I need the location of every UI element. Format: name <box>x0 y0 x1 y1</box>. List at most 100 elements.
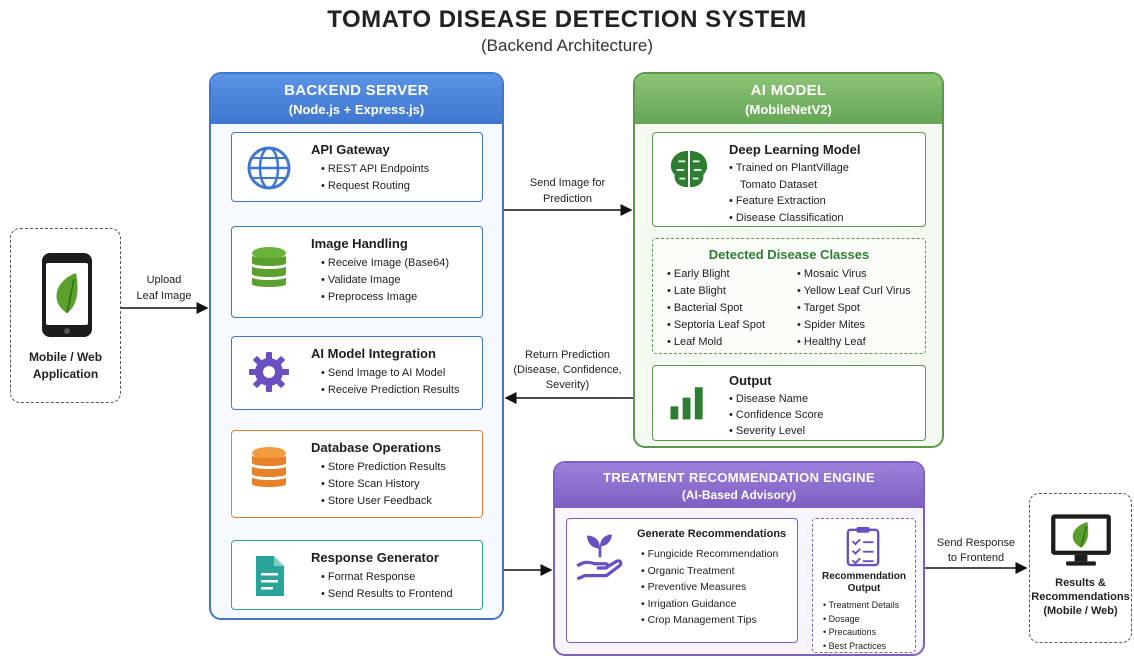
list-item: Dosage <box>823 613 899 627</box>
disease-classes-box: Detected Disease Classes Early Blight La… <box>652 238 926 354</box>
ai-model-title: AI MODEL <box>750 82 827 99</box>
upload-label-2: Leaf Image <box>136 290 192 302</box>
list-item: Store Scan History <box>321 476 446 493</box>
list-item: Leaf Mold <box>667 334 765 351</box>
results-label-1: Results & <box>1055 577 1106 589</box>
page-subtitle: (Backend Architecture) <box>481 36 653 55</box>
database-icon <box>252 247 286 287</box>
list-item: Crop Management Tips <box>641 612 778 629</box>
response-generator-title: Response Generator <box>311 550 439 565</box>
deep-learning-model-box: Deep Learning Model Trained on PlantVill… <box>652 132 926 227</box>
disease-classes-col1: Early Blight Late Blight Bacterial Spot … <box>667 266 765 351</box>
list-item: Store User Feedback <box>321 493 446 510</box>
list-item: Trained on PlantVillage <box>729 160 849 177</box>
results-box: Results & Recommendations (Mobile / Web) <box>1029 493 1132 643</box>
list-item-text: Tomato Dataset <box>740 178 818 191</box>
database-icon <box>252 447 286 487</box>
api-gateway-list: REST API Endpoints Request Routing <box>321 161 429 195</box>
generate-recommendations-box: Generate Recommendations Fungicide Recom… <box>566 518 798 643</box>
api-gateway-title: API Gateway <box>311 142 390 157</box>
ai-integration-title: AI Model Integration <box>311 346 436 361</box>
response-generator-list: Format Response Send Results to Frontend <box>321 569 453 603</box>
image-handling-module: Image Handling Receive Image (Base64) Va… <box>231 226 483 318</box>
list-item: Early Blight <box>667 266 765 283</box>
list-item: Irrigation Guidance <box>641 596 778 613</box>
backend-header: BACKEND SERVER (Node.js + Express.js) <box>211 74 502 124</box>
treatment-header: TREATMENT RECOMMENDATION ENGINE (AI-Base… <box>555 463 923 508</box>
return-label-3: Severity) <box>545 379 590 391</box>
bar-chart-icon <box>670 387 703 420</box>
list-item: Severity Level <box>729 423 823 439</box>
generate-list: Fungicide Recommendation Organic Treatme… <box>641 546 779 629</box>
database-operations-module: Database Operations Store Prediction Res… <box>231 430 483 518</box>
treatment-subtitle: (AI-Based Advisory) <box>681 488 797 502</box>
list-item: REST API Endpoints <box>321 161 429 178</box>
ai-model-header: AI MODEL (MobileNetV2) <box>635 74 942 124</box>
list-item: Spider Mites <box>797 317 911 334</box>
ai-model-integration-module: AI Model Integration Send Image to AI Mo… <box>231 336 483 410</box>
rec-output-title-2: Output <box>847 583 881 594</box>
upload-label-1: Upload <box>146 274 182 286</box>
list-item: Healthy Leaf <box>797 334 911 351</box>
monitor-leaf-icon <box>1051 514 1111 566</box>
send-response-label-2: to Frontend <box>947 552 1005 564</box>
list-item: Disease Classification <box>729 210 849 227</box>
list-item: Receive Image (Base64) <box>321 255 449 272</box>
output-list: Disease Name Confidence Score Severity L… <box>729 391 823 439</box>
send-image-label-2: Prediction <box>543 193 592 205</box>
ai-model-subtitle: (MobileNetV2) <box>745 102 832 117</box>
rec-output-title-1: Recommendation <box>822 571 906 582</box>
rec-output-list: Treatment Details Dosage Precautions Bes… <box>823 599 900 654</box>
list-item: Late Blight <box>667 283 765 300</box>
list-item: Target Spot <box>797 300 911 317</box>
list-item: Preprocess Image <box>321 289 449 306</box>
backend-title: BACKEND SERVER <box>284 82 429 99</box>
list-item: Precautions <box>823 626 899 640</box>
output-title: Output <box>729 373 772 388</box>
deep-learning-list: Trained on PlantVillage Tomato Dataset F… <box>729 160 849 226</box>
database-operations-title: Database Operations <box>311 440 442 455</box>
treatment-engine-panel: TREATMENT RECOMMENDATION ENGINE (AI-Base… <box>553 461 925 656</box>
list-item: Bacterial Spot <box>667 300 765 317</box>
brain-icon <box>670 150 708 188</box>
backend-server-panel: BACKEND SERVER (Node.js + Express.js) AP… <box>209 72 504 620</box>
document-icon <box>256 556 284 596</box>
list-item: Treatment Details <box>823 599 900 613</box>
gear-icon <box>249 352 289 392</box>
list-item: Send Image to AI Model <box>321 365 459 382</box>
list-item: Request Routing <box>321 178 429 195</box>
list-item: Feature Extraction <box>729 193 849 210</box>
list-item: Best Practices <box>823 640 899 654</box>
client-label-line1: Mobile / Web <box>28 350 103 364</box>
send-image-label-1: Send Image for <box>529 177 606 189</box>
results-label-3: (Mobile / Web) <box>1043 605 1118 617</box>
list-item: Send Results to Frontend <box>321 586 453 603</box>
ai-model-panel: AI MODEL (MobileNetV2) Deep Learning Mod… <box>633 72 944 448</box>
list-item: Preventive Measures <box>641 579 778 596</box>
list-item: Yellow Leaf Curl Virus <box>797 283 911 300</box>
smartphone-leaf-icon <box>42 253 92 337</box>
list-item-continued: Tomato Dataset <box>729 177 849 194</box>
list-item: Mosaic Virus <box>797 266 911 283</box>
send-response-label-1: Send Response <box>936 537 1016 549</box>
api-gateway-module: API Gateway REST API Endpoints Request R… <box>231 132 483 202</box>
database-operations-list: Store Prediction Results Store Scan Hist… <box>321 459 446 510</box>
page-title: TOMATO DISEASE DETECTION SYSTEM <box>327 6 807 33</box>
generate-title: Generate Recommendations <box>637 528 787 540</box>
image-handling-title: Image Handling <box>311 236 408 251</box>
treatment-title: TREATMENT RECOMMENDATION ENGINE <box>603 470 875 485</box>
model-output-box: Output Disease Name Confidence Score Sev… <box>652 365 926 441</box>
recommendation-output-box: Recommendation Output Treatment Details … <box>812 518 916 653</box>
client-label-line2: Application <box>32 367 99 381</box>
results-label-2: Recommendations <box>1031 591 1130 603</box>
return-label-2: (Disease, Confidence, <box>513 364 622 376</box>
list-item: Receive Prediction Results <box>321 382 459 399</box>
disease-classes-col2: Mosaic Virus Yellow Leaf Curl Virus Targ… <box>797 266 911 351</box>
clipboard-checklist-icon <box>846 527 880 567</box>
deep-learning-title: Deep Learning Model <box>729 142 861 157</box>
list-item: Septoria Leaf Spot <box>667 317 765 334</box>
return-label-1: Return Prediction <box>525 349 610 361</box>
image-handling-list: Receive Image (Base64) Validate Image Pr… <box>321 255 449 306</box>
list-item: Confidence Score <box>729 407 823 423</box>
backend-subtitle: (Node.js + Express.js) <box>288 102 425 117</box>
